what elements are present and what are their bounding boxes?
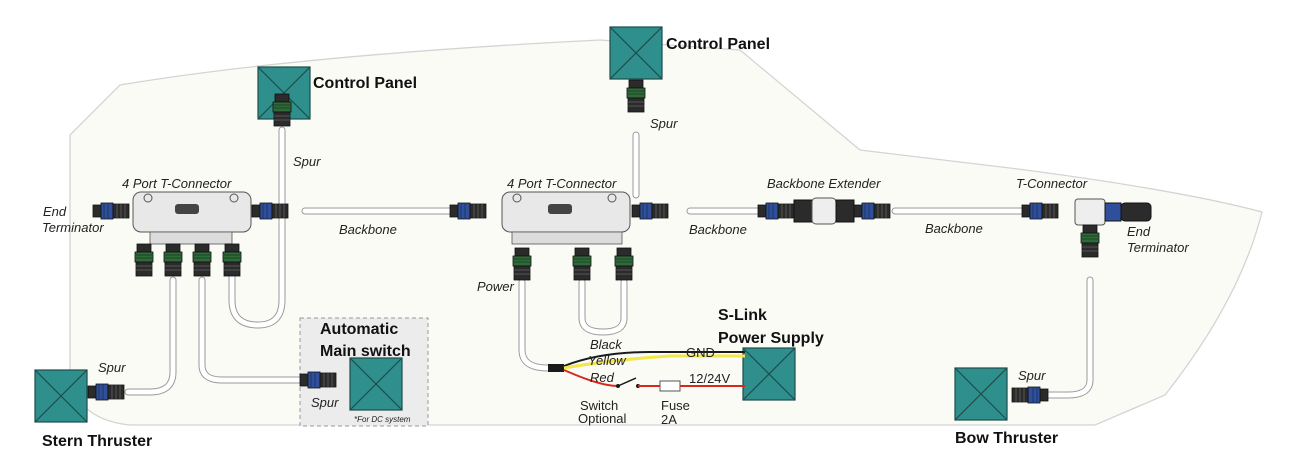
plug-backbone-mid-out <box>631 202 669 220</box>
label-end-terminator-right-1: End <box>1127 224 1151 239</box>
label-voltage: 12/24V <box>689 371 731 386</box>
plug-control-panel-top <box>626 79 646 113</box>
label-power: Power <box>477 279 515 294</box>
label-spur-top-panel: Spur <box>650 116 678 131</box>
label-spur-stern: Spur <box>98 360 126 375</box>
slink-power-supply-device <box>742 347 796 401</box>
label-bow-thruster: Bow Thruster <box>955 430 1058 447</box>
stern-thruster-device <box>34 369 88 423</box>
bow-thruster-device <box>954 367 1008 421</box>
end-terminator-left <box>92 202 130 220</box>
plug-port-4 <box>222 243 242 277</box>
label-switch-1: Switch <box>580 398 618 413</box>
label-spur-left-panel: Spur <box>293 154 321 169</box>
label-switch-2: Optional <box>578 411 627 426</box>
label-slink-1: S-Link <box>718 307 767 324</box>
four-port-connector-left <box>132 191 252 245</box>
plug-bow-spur <box>1080 224 1100 258</box>
automatic-main-switch-device <box>349 357 403 411</box>
label-wire-yellow: Yellow <box>588 353 627 368</box>
plug-port-loop-a <box>572 247 592 281</box>
plug-port-2 <box>163 243 183 277</box>
label-dc-note: *For DC system <box>354 415 411 424</box>
label-slink-2: Power Supply <box>718 330 824 347</box>
label-fuse-2: 2A <box>661 412 677 427</box>
plug-port-1 <box>134 243 154 277</box>
control-panel-top <box>609 26 663 80</box>
plug-port-loop-b <box>614 247 634 281</box>
label-automatic-main-switch-2: Main switch <box>320 343 411 360</box>
label-wire-black: Black <box>590 337 623 352</box>
label-t-connector: T-Connector <box>1016 176 1088 191</box>
plug-control-panel-left <box>272 93 292 127</box>
label-end-terminator-left-2: Terminator <box>42 220 104 235</box>
label-spur-main-switch: Spur <box>311 395 339 410</box>
plug-bow-thruster <box>1011 386 1049 404</box>
plug-backbone-left <box>251 202 289 220</box>
label-backbone-2: Backbone <box>689 222 747 237</box>
label-control-panel-left: Control Panel <box>313 75 417 92</box>
label-automatic-main-switch-1: Automatic <box>320 321 398 338</box>
label-four-port-mid: 4 Port T-Connector <box>507 176 617 191</box>
label-stern-thruster: Stern Thruster <box>42 433 152 450</box>
label-wire-red: Red <box>590 370 615 385</box>
label-four-port-left: 4 Port T-Connector <box>122 176 232 191</box>
t-connector-right <box>1021 198 1152 226</box>
label-spur-bow: Spur <box>1018 368 1046 383</box>
label-backbone-extender: Backbone Extender <box>767 176 881 191</box>
label-end-terminator-left-1: End <box>43 204 67 219</box>
label-backbone-1: Backbone <box>339 222 397 237</box>
plug-backbone-mid-in <box>449 202 487 220</box>
label-fuse-1: Fuse <box>661 398 690 413</box>
cables <box>124 126 1094 399</box>
plug-port-3 <box>192 243 212 277</box>
four-port-connector-mid <box>501 191 631 245</box>
label-end-terminator-right-2: Terminator <box>1127 240 1189 255</box>
power-wires <box>548 351 745 392</box>
plug-stern-thruster <box>87 383 125 401</box>
backbone-extender <box>757 197 891 225</box>
label-gnd: GND <box>686 345 715 360</box>
plug-main-switch <box>299 371 337 389</box>
plug-power-port <box>512 247 532 281</box>
label-backbone-3: Backbone <box>925 221 983 236</box>
label-control-panel-top: Control Panel <box>666 36 770 53</box>
